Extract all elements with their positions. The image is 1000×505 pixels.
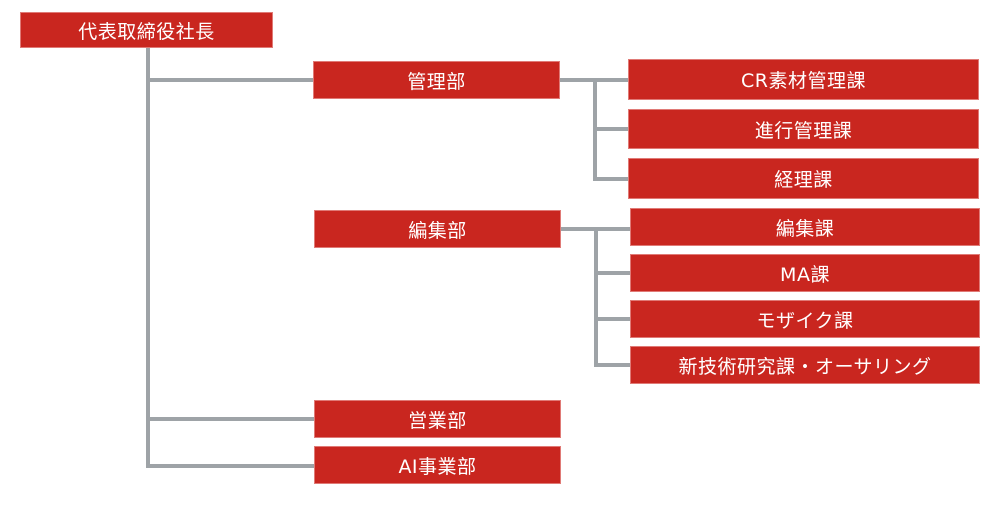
connector-shinko (593, 127, 630, 131)
section-shingijutsu: 新技術研究課・オーサリング (630, 346, 980, 384)
section-ma: MA課 (630, 254, 980, 292)
connector-eigyo (146, 417, 314, 421)
connector-ma (594, 271, 631, 275)
department-kanri: 管理部 (313, 61, 560, 99)
connector-ai (146, 464, 314, 468)
section-keiri: 経理課 (628, 158, 979, 199)
root-trunk-line (146, 48, 150, 468)
department-henshu: 編集部 (314, 210, 561, 248)
section-cr-sozai: CR素材管理課 (628, 59, 979, 100)
section-shinko: 進行管理課 (628, 109, 979, 149)
henshu-branch-trunk (594, 227, 598, 367)
connector-keiri (593, 177, 630, 181)
section-henshu: 編集課 (630, 208, 980, 246)
connector-shingijutsu (594, 363, 631, 367)
ceo-box: 代表取締役社長 (20, 12, 273, 48)
department-eigyo: 営業部 (314, 400, 561, 438)
section-mosaic: モザイク課 (630, 300, 980, 338)
department-ai: AI事業部 (314, 446, 561, 484)
connector-kanri (146, 78, 314, 82)
connector-mosaic (594, 317, 631, 321)
